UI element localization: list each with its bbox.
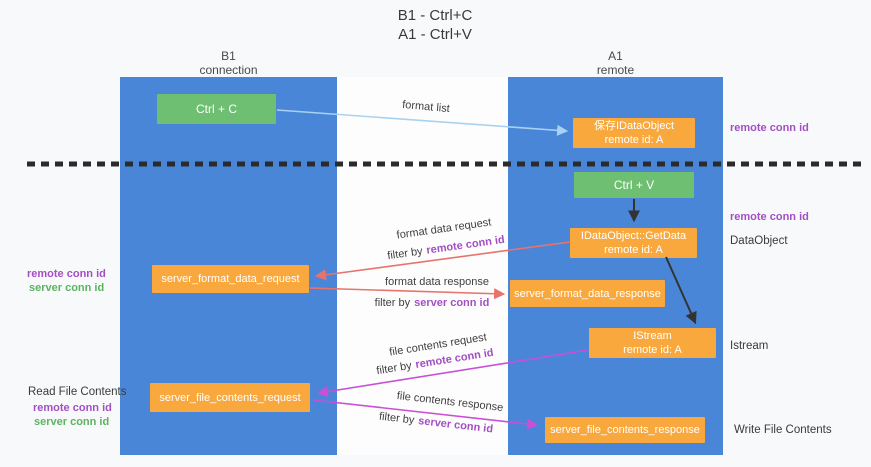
server-format-data-response-box: server_format_data_response [510, 280, 665, 307]
server-conn-id-text: server conn id [414, 297, 490, 309]
remote-conn-id-annotation-mid: remote conn id [730, 211, 809, 223]
column-a1-subtitle: remote [596, 63, 635, 77]
ctrl-c-box: Ctrl + C [157, 94, 276, 124]
server-file-contents-response-box: server_file_contents_response [545, 417, 705, 443]
server-file-contents-request-label: server_file_contents_request [159, 391, 301, 404]
server-file-contents-response-label: server_file_contents_response [550, 424, 700, 436]
read-file-contents-annotation: Read File Contents [28, 386, 127, 398]
save-dataobject-line2: remote id: A [604, 134, 664, 146]
filter-by-text: filter by [374, 297, 411, 309]
column-header-a1: A1 remote [508, 49, 723, 77]
diagram-title: B1 - Ctrl+C A1 - Ctrl+V [300, 6, 570, 44]
istream-line1: IStream [633, 330, 672, 342]
istream-line2: remote id: A [623, 344, 682, 356]
server-format-data-request-box: server_format_data_request [152, 265, 309, 293]
idataobject-getdata-box: IDataObject::GetData remote id: A [570, 228, 697, 258]
ctrl-v-box: Ctrl + V [574, 172, 694, 198]
save-dataobject-line1: 保存IDataObject [593, 120, 675, 132]
dataobject-annotation: DataObject [730, 235, 788, 247]
istream-box: IStream remote id: A [589, 328, 716, 358]
column-b1-subtitle: connection [199, 63, 258, 77]
server-format-data-request-label: server_format_data_request [161, 273, 300, 285]
getdata-line2: remote id: A [604, 244, 663, 256]
server-format-data-response-label: server_format_data_response [514, 287, 661, 300]
column-header-b1: B1 connection [120, 49, 337, 77]
write-file-contents-annotation: Write File Contents [734, 424, 832, 436]
server-conn-id-annotation-left-mid: server conn id [29, 282, 105, 294]
title-line-2: A1 - Ctrl+V [398, 26, 472, 43]
ctrl-c-label: Ctrl + C [195, 102, 237, 116]
server-conn-id-annotation-left-bottom: server conn id [34, 416, 110, 428]
format-data-response-label: format data response [385, 276, 489, 288]
column-b1-title: B1 [221, 49, 236, 63]
title-line-1: B1 - Ctrl+C [397, 7, 473, 24]
remote-conn-id-annotation-left-mid: remote conn id [27, 268, 106, 280]
server-file-contents-request-box: server_file_contents_request [150, 383, 310, 412]
ctrl-v-label: Ctrl + V [613, 178, 655, 192]
save-dataobject-box: 保存IDataObject remote id: A [573, 118, 695, 148]
remote-conn-id-annotation-top: remote conn id [730, 122, 809, 134]
remote-conn-id-annotation-left-bottom: remote conn id [33, 402, 112, 414]
istream-annotation: Istream [730, 340, 769, 352]
column-a1-title: A1 [608, 49, 623, 63]
getdata-line1: IDataObject::GetData [580, 230, 687, 242]
